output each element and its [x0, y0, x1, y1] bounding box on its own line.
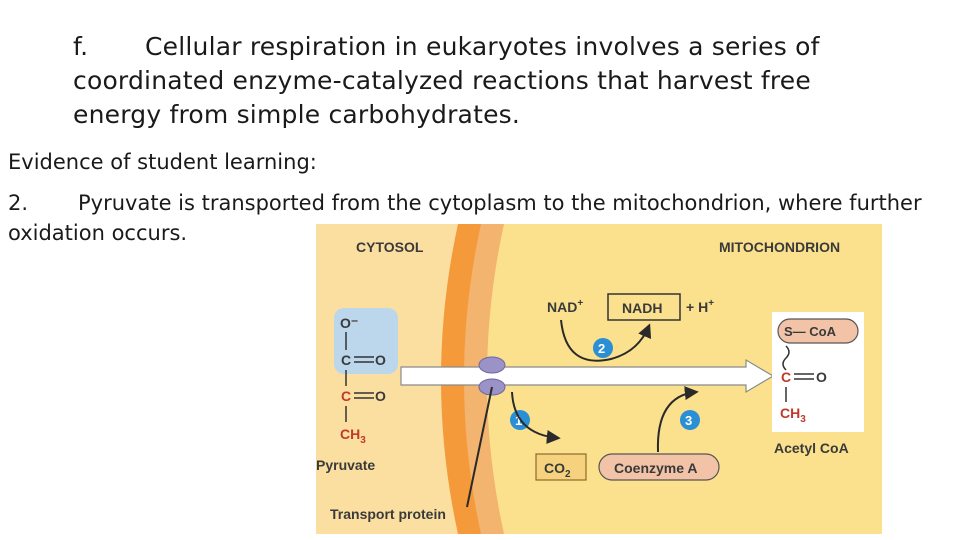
- step3-circle: [680, 410, 700, 430]
- coenzyme-a-label: Coenzyme A: [614, 460, 698, 476]
- nadh-box: [607, 293, 681, 321]
- co2-box: [535, 453, 587, 481]
- co2-label: CO2: [544, 460, 571, 480]
- step1-arrow: [511, 391, 561, 444]
- acetyl-coa-label: Acetyl CoA: [774, 440, 849, 456]
- scoa-label: S— CoA: [784, 324, 837, 339]
- pyruvate-atom-o1: O: [375, 352, 386, 368]
- pyruvate-carboxyl-box: [334, 308, 398, 374]
- pyruvate-o-minus: O⁻: [340, 315, 358, 331]
- transport-protein-label: Transport protein: [330, 506, 446, 522]
- pyruvate-ch3: CH3: [340, 426, 366, 446]
- acetyl-atom-o: O: [816, 369, 827, 385]
- cytosol-label: CYTOSOL: [356, 239, 424, 255]
- step2-number: 2: [598, 341, 605, 356]
- step2-circle: [593, 338, 613, 358]
- nad-plus-label: NAD+: [547, 298, 583, 315]
- pyruvate-atom-c1: C: [341, 352, 351, 368]
- acetyl-wavy-bond: [782, 345, 790, 371]
- evidence-point: 2.Pyruvate is transported from the cytop…: [8, 188, 948, 248]
- point-text: Pyruvate is transported from the cytopla…: [8, 191, 922, 245]
- pyruvate-transport-diagram: CYTOSOL MITOCHONDRION Transport protein …: [316, 224, 882, 534]
- heading-text: Cellular respiration in eukaryotes invol…: [73, 32, 820, 129]
- transport-protein-top: [478, 356, 506, 374]
- step3-number: 3: [685, 413, 692, 428]
- heading-block: f.Cellular respiration in eukaryotes inv…: [73, 30, 853, 132]
- h-plus-label: + H+: [686, 298, 714, 315]
- transport-protein-pointer: [466, 386, 493, 508]
- step2-arrow: [560, 319, 652, 362]
- pyruvate-atom-c2: C: [341, 388, 351, 404]
- scoa-box: [777, 318, 859, 344]
- acetyl-ch3: CH3: [780, 405, 806, 425]
- point-number: 2.: [8, 191, 29, 215]
- coenzyme-a-box: [598, 453, 720, 481]
- nadh-label: NADH: [622, 300, 662, 316]
- evidence-label: Evidence of student learning:: [8, 150, 317, 174]
- mitochondrion-label: MITOCHONDRION: [719, 239, 840, 255]
- pyruvate-atom-o2: O: [375, 388, 386, 404]
- pyruvate-label: Pyruvate: [316, 457, 375, 473]
- step3-arrow: [656, 386, 699, 453]
- heading-marker: f.: [73, 32, 89, 61]
- step1-number: 1: [515, 413, 522, 428]
- acetyl-atom-c: C: [781, 369, 791, 385]
